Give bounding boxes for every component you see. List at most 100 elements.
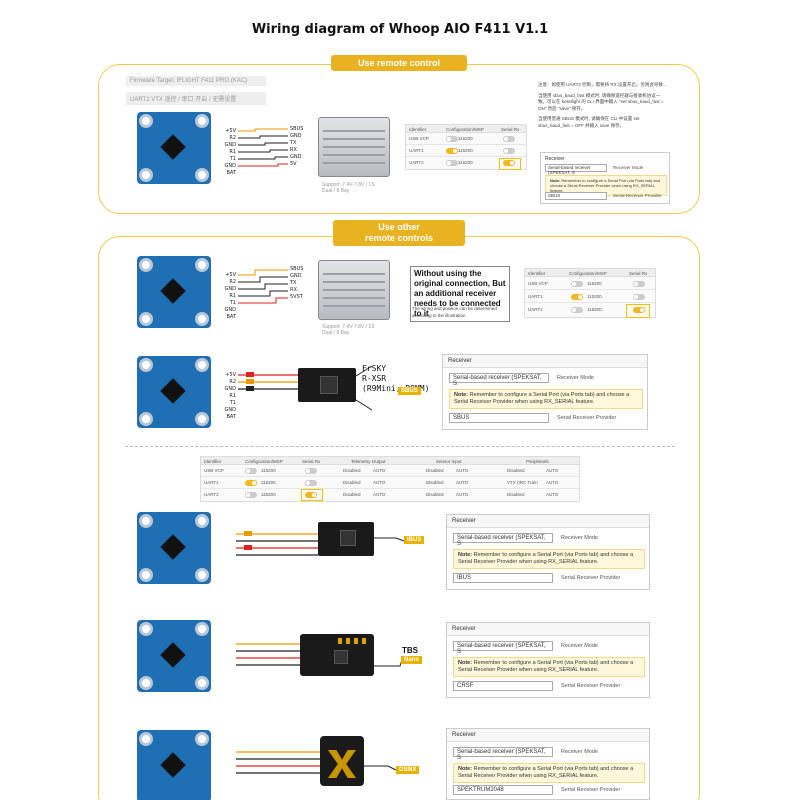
baud-select[interactable]: 115200 [458,148,473,153]
peripheral-baud-select[interactable]: AUTO [546,480,559,485]
receiver-mode-label: Receiver Mode [561,535,598,541]
serial-rx-toggle[interactable] [305,468,317,474]
serial-provider-select[interactable]: CRSF [453,681,553,691]
receiver-mode-select[interactable]: Serial-based receiver (SPEKSAT, S [453,533,553,547]
mount-hole-icon [195,168,209,182]
col-sensor: Sensor Input [436,459,462,464]
col-serial-rx: Serial Rx [302,459,321,464]
msp-toggle[interactable] [446,136,458,142]
ibus-tag: IBUS [404,536,425,544]
pin-label: GND [224,286,236,292]
receiver-mode-select[interactable]: Serial-based receiver (SPEKSAT, S [453,641,553,655]
baud-select[interactable]: 115200 [587,294,602,299]
receiver-mode-select[interactable]: Serial-based receiver (SPEKSAT, S [545,164,607,175]
baud-select[interactable]: 115200 [261,492,276,497]
flight-controller-board [137,256,211,328]
telemetry-baud-select[interactable]: AUTO [373,492,386,497]
sbus-tag: SBUS [398,387,421,395]
provider-label: Serial Receiver Provider [613,193,662,198]
telemetry-baud-select[interactable]: AUTO [373,480,386,485]
sensor-select[interactable]: Disabled [426,468,444,473]
sensor-select[interactable]: Disabled [426,492,444,497]
fc-pin-labels: +5V R2 GND R1 T1 GND BAT [218,372,236,421]
baud-select[interactable]: 115200 [587,281,602,286]
sensor-baud-select[interactable]: AUTO [456,480,469,485]
receiver-mode-select[interactable]: Serial-based receiver (SPEKSAT, S [453,747,553,761]
pin-label: 5VST [290,294,303,300]
note-bold: Note: [550,178,561,183]
baud-select[interactable]: 115200 [458,160,473,165]
baud-select[interactable]: 115200 [261,480,276,485]
flight-controller-board [137,356,211,428]
receiver-mode-label: Receiver Mode [557,375,594,381]
receiver-heading: Receiver [443,355,647,368]
serial-provider-select[interactable]: SBUS [545,192,607,200]
serial-provider-select[interactable]: IBUS [453,573,553,583]
baud-select[interactable]: 115200 [458,136,473,141]
ibus-receiver [318,522,374,556]
telemetry-select[interactable]: Disabled [343,492,361,497]
sensor-select[interactable]: Disabled [426,480,444,485]
serial-rx-toggle[interactable] [305,492,317,498]
mount-hole-icon [195,114,209,128]
serial-provider-select[interactable]: SPEKTRUM2048 [453,785,553,795]
msp-toggle[interactable] [245,468,257,474]
rx-pin-labels: SBUS GND TX RX 5VST [290,266,308,301]
telemetry-select[interactable]: Disabled [343,480,361,485]
msp-toggle[interactable] [446,160,458,166]
serial-rx-toggle[interactable] [633,294,645,300]
msp-toggle[interactable] [446,148,458,154]
receiver-note: Note: Remember to configure a Serial Por… [453,657,645,677]
receiver-heading: Receiver [545,156,565,162]
peripheral-baud-select[interactable]: AUTO [546,468,559,473]
note-bold: Note: [458,552,473,558]
serial-rx-toggle[interactable] [503,148,515,154]
msp-toggle[interactable] [571,294,583,300]
flight-controller-board [137,112,211,184]
sensor-baud-select[interactable]: AUTO [456,492,469,497]
msp-toggle[interactable] [571,307,583,313]
serial-provider-select[interactable]: SBUS [449,413,549,423]
pin-label: BAT [226,170,236,176]
msp-toggle[interactable] [245,492,257,498]
mount-hole-icon [139,412,153,426]
chinese-note-title: 注意：如使用 UART2 控制，需要将 RX 设置开启，否则会导致... [538,82,667,87]
serial-rx-toggle[interactable] [503,136,515,142]
note-bold: Note: [458,660,473,666]
serial-rx-toggle[interactable] [305,480,317,486]
serial-rx-toggle[interactable] [503,160,515,166]
provider-label: Serial Receiver Provider [561,787,621,793]
peripheral-select[interactable]: VTX (IRC Tram [507,480,538,485]
pin-label: +5V [225,272,236,278]
receiver-mode-select[interactable]: Serial-based receiver (SPEKSAT, S [449,373,549,387]
receiver-heading: Receiver [447,729,649,742]
pin-label: T1 [229,156,236,162]
remote-control-module [318,117,390,177]
port-id: UART2 [528,307,543,312]
serial-rx-toggle[interactable] [633,307,645,313]
msp-toggle[interactable] [571,281,583,287]
peripheral-select[interactable]: Disabled [507,468,525,473]
baud-select[interactable]: 115200 [587,307,602,312]
telemetry-select[interactable]: Disabled [343,468,361,473]
baud-select[interactable]: 115200 [261,468,276,473]
serial-rx-toggle[interactable] [633,281,645,287]
note-text: Remember to configure a Serial Port (via… [458,766,634,779]
sensor-baud-select[interactable]: AUTO [456,468,469,473]
mount-hole-icon [195,258,209,272]
telemetry-baud-select[interactable]: AUTO [373,468,386,473]
pin-label: R2 [229,379,236,385]
mount-hole-icon [139,312,153,326]
mount-hole-icon [139,676,153,690]
msp-toggle[interactable] [245,480,257,486]
pin-label: GND [224,386,236,392]
mount-hole-icon [139,514,153,528]
peripheral-baud-select[interactable]: AUTO [546,492,559,497]
receiver-heading: Receiver [447,623,649,636]
peripheral-select[interactable]: Disabled [507,492,525,497]
pin-label: GND [224,307,236,313]
table-row: USB VCP 115200 Disabled AUTO Disabled AU… [201,465,579,477]
mount-hole-icon [139,568,153,582]
